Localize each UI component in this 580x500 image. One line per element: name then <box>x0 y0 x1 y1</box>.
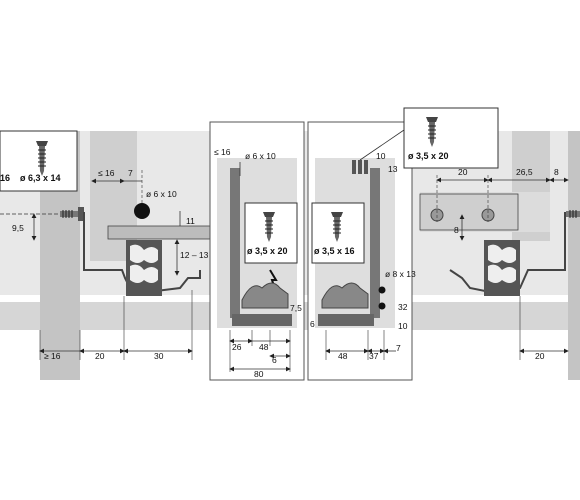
screw-3-5x16-label: ø 3,5 x 16 <box>314 246 355 256</box>
hole-6x10-b-label: ø 6 x 10 <box>245 151 276 161</box>
dim-r20-top: 20 <box>458 167 468 177</box>
center-left-panel: ≤ 16 ø 6 x 10 ø 3,5 x 20 7,5 26 48 6 80 <box>209 121 305 381</box>
drill-hole-icon <box>378 286 386 294</box>
side-panel <box>230 168 240 318</box>
hole-6x10-a-label: ø 6 x 10 <box>146 189 177 199</box>
dim-9-5: 9,5 <box>12 223 24 233</box>
dim-26: 26 <box>232 342 242 352</box>
dim-32: 32 <box>398 302 408 312</box>
screw-3-5x20-mid-label: ø 3,5 x 20 <box>247 246 288 256</box>
screw-6-3x14-label: ø 6,3 x 14 <box>20 173 61 183</box>
screw-icon-horizontal <box>60 207 84 221</box>
dim-48-right: 48 <box>338 351 348 361</box>
dim-le16-a: ≤ 16 <box>98 168 115 178</box>
dim-48-left: 48 <box>259 342 269 352</box>
dim-le16-top: ≤ 16 <box>214 147 231 157</box>
screw-icon <box>263 212 275 242</box>
dim-t13: 13 <box>388 164 398 174</box>
dim-r8-v: 8 <box>454 225 459 235</box>
left-section: 16 ø 6,3 x 14 ø 6 x 10 ≤ 16 7 9,5 11 12 … <box>0 130 212 361</box>
screw-icon <box>36 141 48 176</box>
dim-20-left: 20 <box>95 351 105 361</box>
dim-30: 30 <box>154 351 164 361</box>
screw-icon <box>331 212 343 242</box>
drawer-bottom-panel <box>107 225 212 240</box>
dim-r26-5: 26,5 <box>516 167 533 177</box>
dim-11: 11 <box>186 216 195 226</box>
center-right-panel: ø 3,5 x 20 10 13 ø 3,5 x 16 ø 8 x 13 32 … <box>307 107 499 381</box>
dim-6-left: 6 <box>272 355 277 365</box>
screw-icon-horizontal <box>566 210 580 218</box>
locking-clip <box>321 282 369 309</box>
side-panel <box>370 168 380 318</box>
screw-icon <box>426 117 438 147</box>
dim-r8-top: 8 <box>554 167 559 177</box>
dim-t10: 10 <box>376 151 386 161</box>
hole-8x13-label: ø 8 x 13 <box>385 269 416 279</box>
right-section: 20 26,5 8 8 20 <box>419 167 580 361</box>
drill-hole-icon <box>134 203 150 219</box>
dim-7: 7 <box>128 168 133 178</box>
drill-hole-icon <box>378 302 386 310</box>
dim-37: 37 <box>369 351 379 361</box>
screw-3-5x20-top-label: ø 3,5 x 20 <box>408 151 449 161</box>
dim-6r: 6 <box>310 319 315 329</box>
dim-7-5: 7,5 <box>290 303 302 313</box>
screw-row-icon <box>352 160 368 174</box>
dim-10r: 10 <box>398 321 408 331</box>
dim-12-13: 12 – 13 <box>180 250 209 260</box>
screw-callout-box <box>403 107 499 169</box>
dim-ge16: ≥ 16 <box>44 351 61 361</box>
dim-7-right: 7 <box>396 343 401 353</box>
dim-80: 80 <box>254 369 264 379</box>
locking-clip <box>241 282 289 309</box>
screw-left-cut-label: 16 <box>0 173 10 183</box>
dim-r20-bottom: 20 <box>535 351 545 361</box>
